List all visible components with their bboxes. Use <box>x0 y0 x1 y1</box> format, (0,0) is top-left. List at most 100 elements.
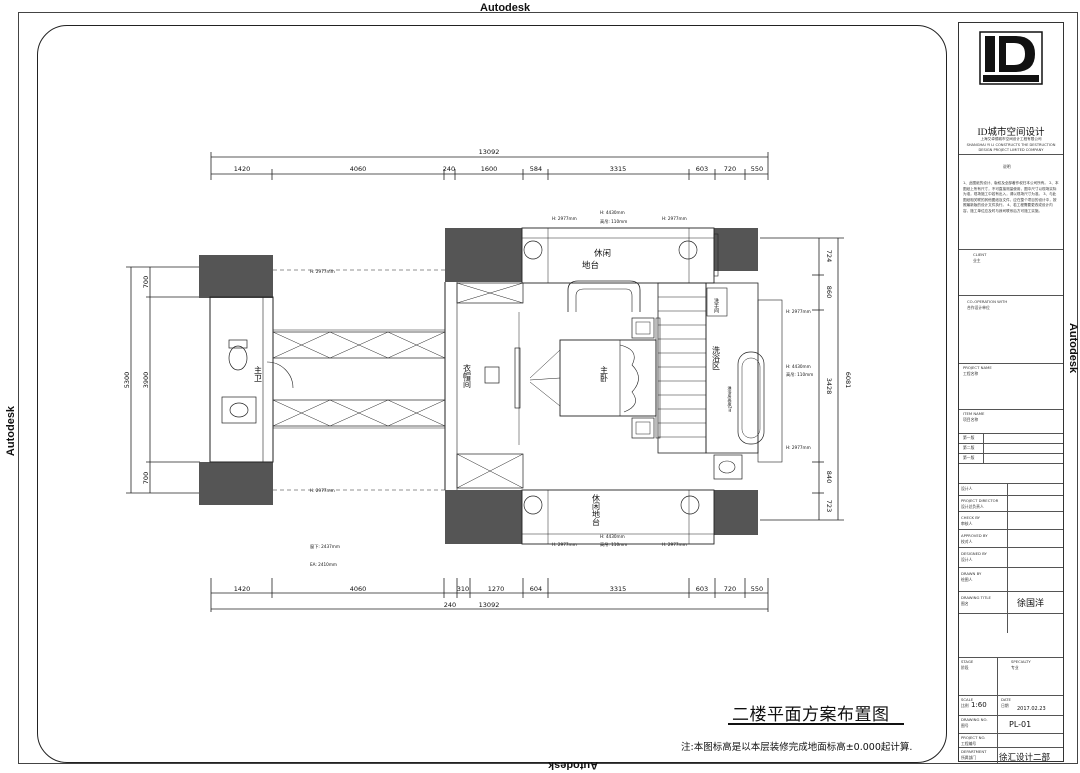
drawing-no-label: DRAWING NO. <box>961 717 988 722</box>
title-block: ID城市空间设计 上海艾卓德城市空间设计工程有限公司 SHANGHAI YI L… <box>958 22 1064 763</box>
project-no-cn: 工程编号 <box>961 741 977 746</box>
dim-top-seg: 584 <box>530 165 542 173</box>
column <box>199 255 273 298</box>
h-left-bottom: H: 2977mm <box>310 488 335 493</box>
dim-left-seg: 3900 <box>142 372 150 389</box>
sig-row: 设计人 <box>961 557 973 562</box>
dim-left-seg: 700 <box>142 276 150 288</box>
h-bottom-mid: H: 4430mm <box>600 534 625 539</box>
project-no-label: PROJECT NO. <box>961 735 986 740</box>
dim-top-seg: 550 <box>751 165 763 173</box>
h-top-right: H: 2977mm <box>662 216 687 221</box>
dim-right-seg: 840 <box>825 471 833 483</box>
scale-cn: 比例 <box>961 703 969 708</box>
h-right-3: 高吊: 110mm <box>786 371 813 378</box>
label-bath-note: 淋浴房高度2m <box>728 385 733 413</box>
drawn-by-name: 徐国洋 <box>1017 599 1045 609</box>
label-small-room: 洗手间 <box>713 297 719 314</box>
dim-bottom-seg: 1420 <box>234 585 251 593</box>
sig-row-en: DRAWN BY <box>961 571 982 576</box>
top-dim-ticks <box>210 152 769 180</box>
drawing-title: 二楼平面方案布置图 <box>732 705 890 725</box>
sig-row: 设计总负责人 <box>961 504 984 509</box>
dim-top-total: 13092 <box>479 148 500 156</box>
drawing-no-cn: 图号 <box>961 723 969 728</box>
dim-left-total: 5300 <box>123 372 131 389</box>
company-name: ID城市空间设计 <box>977 128 1045 138</box>
note-1: 窗下: 2437mm <box>310 543 340 550</box>
h-bottom-right: H: 2977mm <box>662 542 687 547</box>
dim-bottom-seg: 550 <box>751 585 763 593</box>
label-balcony-bottom: 休闲地台 <box>592 493 601 527</box>
company-en: SHANGHAI YI LI CONSTRUCTS THE DESTRUCTIO… <box>966 143 1056 152</box>
dim-bottom-seg: 4060 <box>350 585 367 593</box>
h-top-mid: H: 4430mm <box>600 210 625 215</box>
rev-row: 第一版 <box>963 435 975 440</box>
specialty-label: SPECIALTY <box>1011 659 1031 664</box>
sig-row-en: PROJECT DIRECTOR <box>961 498 999 503</box>
dim-bottom-seg: 1270 <box>488 585 505 593</box>
sig-row: 设计人 <box>961 486 973 491</box>
h-left-top: H: 2977mm <box>310 269 335 274</box>
sig-row-en: DESIGNED BY <box>961 551 987 556</box>
sig-row: 校对人 <box>961 539 973 544</box>
project-label: PROJECT NAME <box>963 365 992 370</box>
h-top-mid2: 高吊: 110mm <box>600 218 627 225</box>
column <box>714 228 758 271</box>
dim-top-seg: 240 <box>443 165 455 173</box>
dim-right-seg: 3428 <box>825 378 833 395</box>
label-balcony-top-2: 地台 <box>582 260 599 271</box>
client-label: CLIENT <box>973 252 987 257</box>
label-balcony-top-1: 休闲 <box>594 248 611 259</box>
h-bottom-left: H: 2977mm <box>552 542 577 547</box>
dim-bottom-seg: 604 <box>530 585 542 593</box>
dim-bottom-seg: 310 <box>457 585 469 593</box>
dept-value: 徐汇设计二部 <box>999 753 1051 763</box>
dim-right-seg: 723 <box>825 500 833 512</box>
dim-top-seg: 1420 <box>234 165 251 173</box>
notes-text: 1、此图纸的设计、版权及全部著作权归本公司所有。 2、本图纸上所有尺寸，不可直接… <box>963 181 1059 213</box>
dim-right-seg: 724 <box>825 250 833 262</box>
date-value: 2017.02.23 <box>1017 706 1046 712</box>
co-label: CO-OPERATION WITH <box>967 299 1008 304</box>
column <box>199 462 273 505</box>
drawing-border <box>37 25 947 763</box>
dim-right-total: 6081 <box>844 372 852 389</box>
item-value: 项目名称 <box>963 417 979 422</box>
h-right-4: H: 2977mm <box>786 445 811 450</box>
dim-top-seg: 1600 <box>481 165 498 173</box>
title-underline <box>728 723 904 725</box>
dim-bottom-seg: 720 <box>724 585 736 593</box>
sig-row: 审核人 <box>961 521 973 526</box>
sig-row: 绘图人 <box>961 577 973 582</box>
dim-top-seg: 3315 <box>610 165 627 173</box>
sig-row-en: CHECK BY <box>961 515 980 520</box>
company-sub: 上海艾卓德城市空间设计工程有限公司 <box>980 137 1042 141</box>
note-2: EA: 2410mm <box>310 562 337 567</box>
rev-row: 第二版 <box>963 445 975 450</box>
bottom-dim-ticks <box>210 578 769 612</box>
label-closet: 衣帽间 <box>463 363 472 389</box>
dim-top-seg: 720 <box>724 165 736 173</box>
stage-label: STAGE <box>961 659 974 664</box>
h-right-2: H: 4430mm <box>786 364 811 369</box>
drawing-note: 注:本图标高是以本层装修完成地面标高±0.000起计算. <box>681 742 913 753</box>
dim-top-seg: 603 <box>696 165 708 173</box>
co-value: 合作设计单位 <box>967 305 990 310</box>
drawing-title-label: DRAWING TITLE <box>961 595 991 600</box>
date-label: DATE <box>1001 697 1011 702</box>
label-bathroom: 主卫 <box>254 365 263 382</box>
client-value: 业主 <box>973 258 981 263</box>
dim-bottom-extra: 240 <box>444 601 456 609</box>
project-value: 工程名称 <box>963 371 979 376</box>
h-bottom-mid2: 高吊: 110mm <box>600 541 627 548</box>
company-logo <box>979 31 1043 85</box>
dim-right-seg: 860 <box>825 286 833 298</box>
label-bath-area: 洗浴区 <box>712 345 721 370</box>
dim-bottom-seg: 603 <box>696 585 708 593</box>
drawing-no-value: PL-01 <box>1009 720 1032 729</box>
notes-title: 说明 <box>1003 164 1011 169</box>
drawing-title-cn: 图名 <box>961 601 969 606</box>
